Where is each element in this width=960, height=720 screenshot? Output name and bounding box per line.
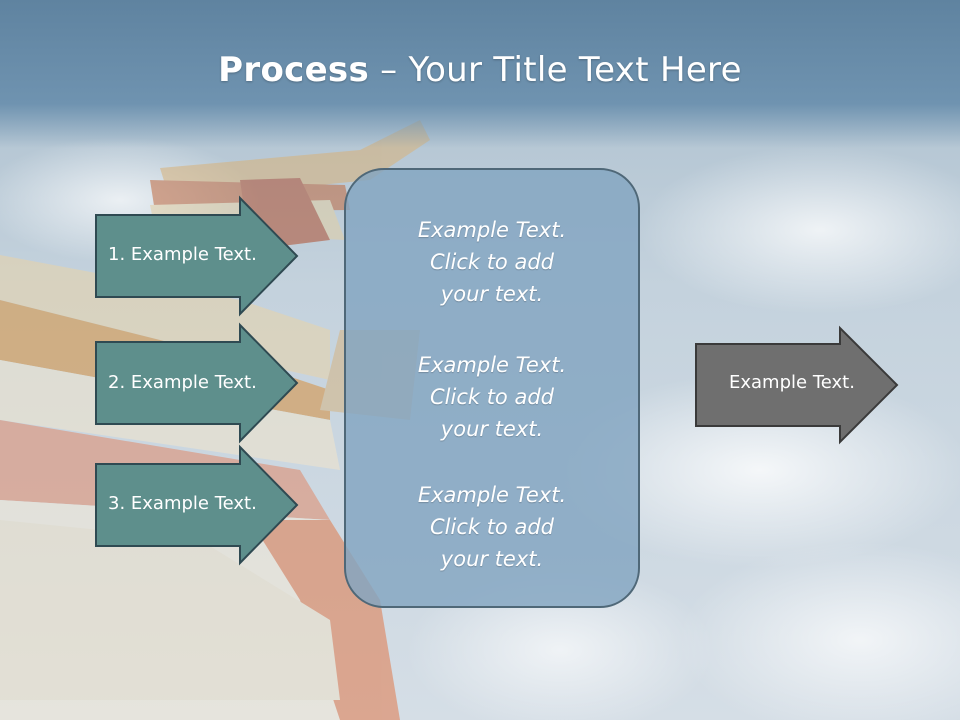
step-arrow-3[interactable] [95,444,299,566]
step-label-1: 1. Example Text. [108,244,257,265]
block-line: Click to add [429,250,554,274]
block-line: Example Text. [417,218,567,242]
output-arrow[interactable] [695,325,899,445]
step-label-3: 3. Example Text. [108,493,257,514]
center-text-block-3[interactable]: Example Text. Click to add your text. [346,479,638,575]
title-rest: – Your Title Text Here [369,50,742,90]
center-text-box[interactable]: Example Text. Click to add your text. Ex… [344,168,640,608]
title-bold: Process [218,50,370,90]
title-bar [0,0,960,148]
step-arrow-1[interactable] [95,195,299,317]
block-line: Example Text. [417,483,567,507]
block-line: your text. [440,282,544,306]
block-line: your text. [440,417,544,441]
center-text-block-2[interactable]: Example Text. Click to add your text. [346,349,638,445]
block-line: Click to add [429,515,554,539]
step-arrow-2[interactable] [95,322,299,444]
output-label: Example Text. [729,372,855,393]
block-line: Click to add [429,385,554,409]
center-text-block-1[interactable]: Example Text. Click to add your text. [346,214,638,310]
slide-title[interactable]: Process – Your Title Text Here [0,50,960,90]
block-line: your text. [440,547,544,571]
block-line: Example Text. [417,353,567,377]
step-label-2: 2. Example Text. [108,372,257,393]
